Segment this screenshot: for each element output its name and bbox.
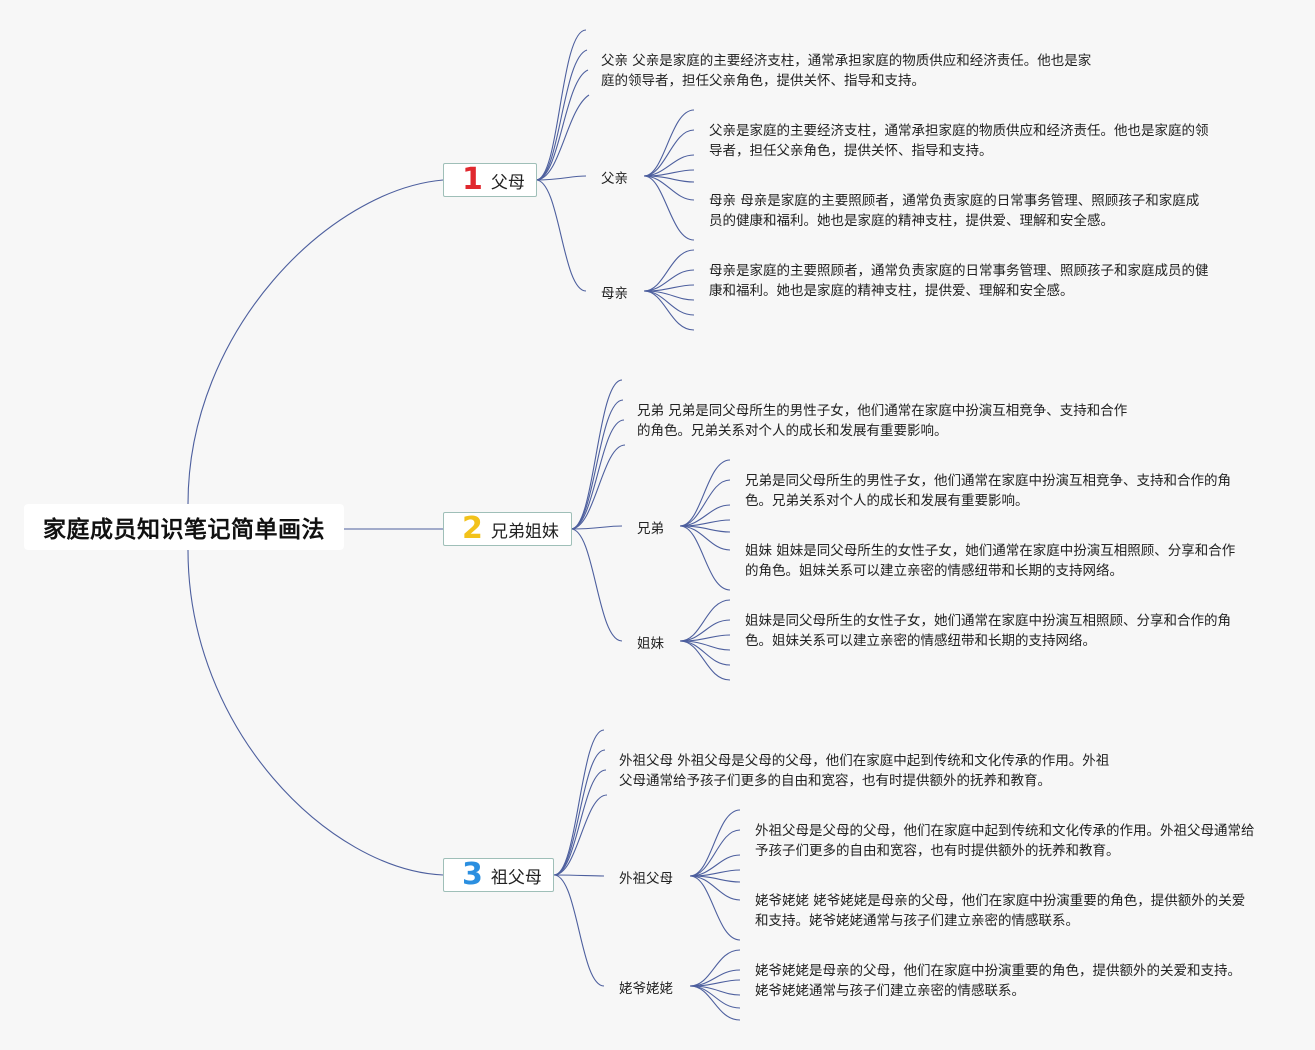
branch-summary-note: 兄弟 兄弟是同父母所生的男性子女，他们通常在家庭中扮演互相竞争、支持和合作的角色…: [637, 403, 1128, 439]
subtopic-father[interactable]: 父亲: [601, 171, 628, 187]
branch-grandparents[interactable]: 3 祖父母: [443, 858, 554, 892]
branch-summary-note: 父亲 父亲是家庭的主要经济支柱，通常承担家庭的物质供应和经济责任。他也是家庭的领…: [601, 53, 1092, 89]
note-laoye-laolao: 姥爷姥姥是母亲的父母，他们在家庭中扮演重要的角色，提供额外的关爱和支持。姥爷姥姥…: [755, 963, 1241, 999]
note-maternal-grandparents: 外祖父母是父母的父母，他们在家庭中起到传统和文化传承的作用。外祖父母通常给予孩子…: [755, 823, 1255, 859]
note-father: 父亲是家庭的主要经济支柱，通常承担家庭的物质供应和经济责任。他也是家庭的领导者，…: [709, 123, 1209, 159]
branch-summary-note: 外祖父母 外祖父母是父母的父母，他们在家庭中起到传统和文化传承的作用。外祖父母通…: [619, 753, 1110, 789]
branch-number-badge: 1: [462, 162, 483, 197]
note-sister: 姐妹是同父母所生的女性子女，她们通常在家庭中扮演互相照顾、分享和合作的角色。姐妹…: [745, 613, 1231, 649]
subtopic-mother[interactable]: 母亲: [601, 286, 628, 302]
note-mother-summary: 母亲 母亲是家庭的主要照顾者，通常负责家庭的日常事务管理、照顾孩子和家庭成员的健…: [709, 193, 1200, 229]
note-sister-summary: 姐妹 姐妹是同父母所生的女性子女，她们通常在家庭中扮演互相照顾、分享和合作的角色…: [745, 543, 1236, 579]
branch-label: 祖父母: [490, 867, 542, 888]
root-title: 家庭成员知识笔记简单画法: [43, 517, 325, 543]
note-brother: 兄弟是同父母所生的男性子女，他们通常在家庭中扮演互相竞争、支持和合作的角色。兄弟…: [745, 473, 1231, 509]
subtopic-brother[interactable]: 兄弟: [637, 521, 664, 537]
subtopic-sister[interactable]: 姐妹: [637, 636, 664, 652]
note-laoye-laolao-summary: 姥爷姥姥 姥爷姥姥是母亲的父母，他们在家庭中扮演重要的角色，提供额外的关爱和支持…: [755, 893, 1246, 929]
subtopic-laoye-laolao[interactable]: 姥爷姥姥: [619, 981, 673, 997]
branch-label: 父母: [490, 172, 525, 193]
note-mother: 母亲是家庭的主要照顾者，通常负责家庭的日常事务管理、照顾孩子和家庭成员的健康和福…: [709, 263, 1209, 299]
branch-siblings[interactable]: 2 兄弟姐妹: [443, 512, 572, 546]
subtopic-maternal-grandparents[interactable]: 外祖父母: [619, 871, 673, 887]
root-topic[interactable]: 家庭成员知识笔记简单画法: [24, 504, 344, 550]
branch-number-badge: 2: [462, 511, 483, 546]
branch-number-badge: 3: [462, 857, 483, 892]
branch-parents[interactable]: 1 父母: [443, 163, 537, 197]
branch-label: 兄弟姐妹: [490, 521, 559, 542]
